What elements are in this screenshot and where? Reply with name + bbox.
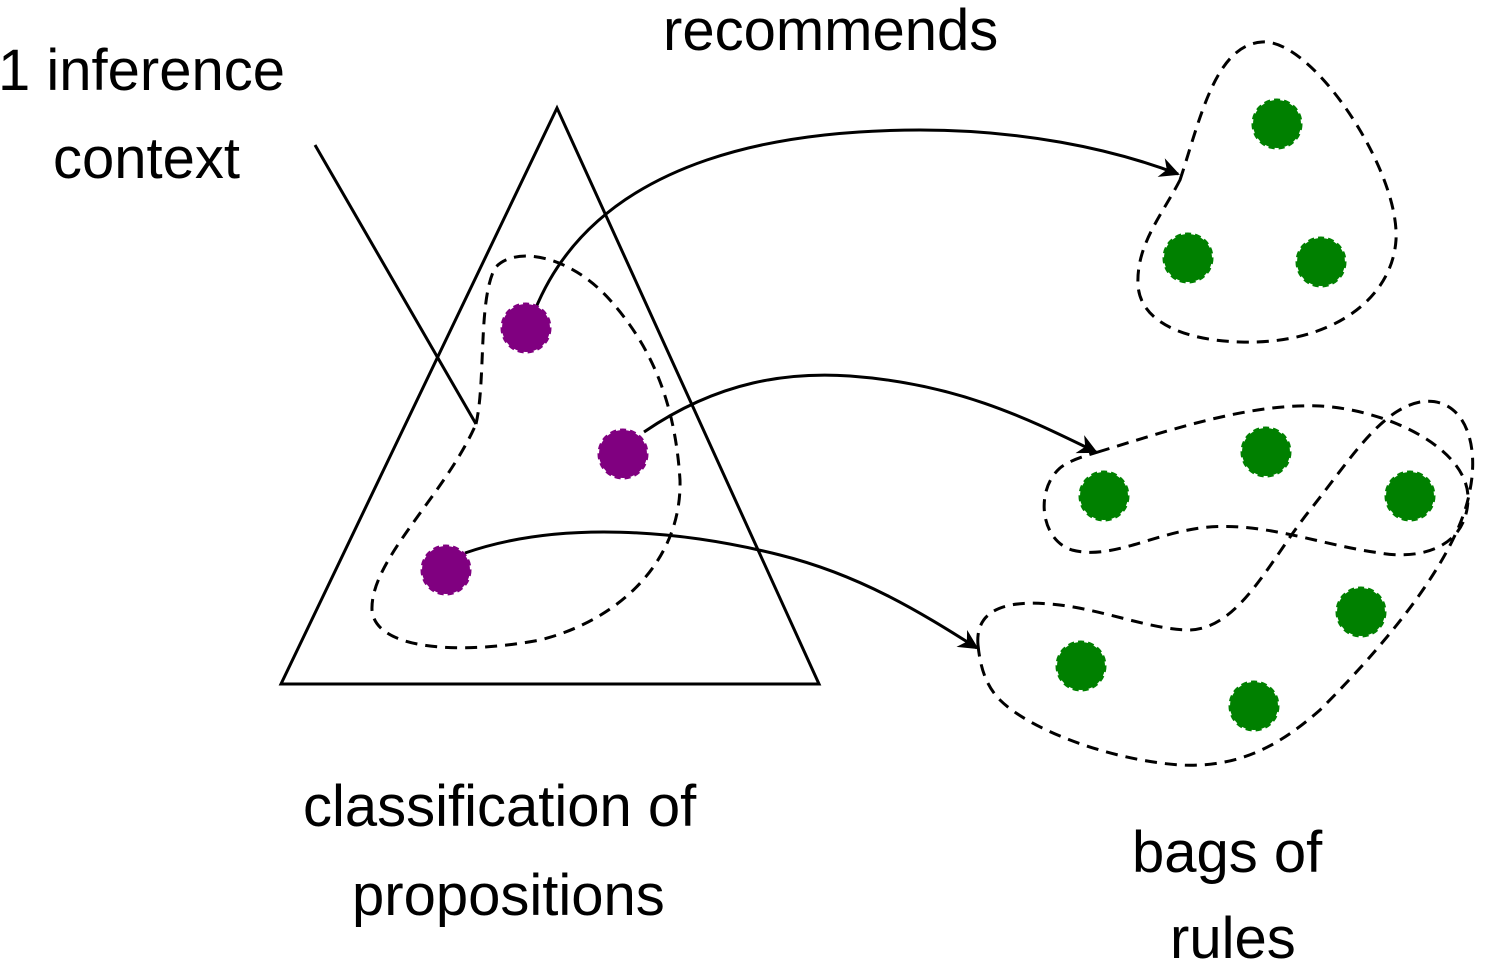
rule-bag-middle: [1042, 404, 1470, 557]
rule-bag-bottom: [976, 399, 1475, 767]
rule-dot: [1055, 640, 1107, 692]
recommends-arrow-1: [533, 128, 1180, 311]
rule-dot: [1295, 236, 1347, 288]
recommends-arrow-3: [464, 530, 979, 650]
rule-dot: [1162, 232, 1214, 284]
inference-context-region: [370, 254, 682, 650]
rule-dot: [1228, 680, 1280, 732]
rule-dot: [1251, 98, 1303, 150]
rule-dot: [1384, 470, 1436, 522]
rule-dot: [1240, 426, 1292, 478]
bags-label-line1: bags of: [1132, 820, 1323, 885]
recommends-label: recommends: [663, 0, 998, 63]
classification-triangle: [278, 104, 822, 686]
rule-dot: [1335, 586, 1387, 638]
inference-context-label-line1: 1 inference: [0, 38, 285, 103]
rule-dot: [1078, 470, 1130, 522]
classification-label-line1: classification of: [303, 774, 697, 839]
proposition-dot: [420, 544, 472, 596]
proposition-dot: [597, 428, 649, 480]
bags-label-line2: rules: [1170, 906, 1296, 963]
proposition-dot: [500, 302, 552, 354]
recommends-arrow-2: [643, 373, 1098, 454]
classification-label-line2: propositions: [352, 863, 665, 928]
rule-bag-top: [1136, 40, 1398, 344]
inference-context-label-line2: context: [53, 126, 240, 191]
context-pointer-line: [313, 144, 478, 425]
